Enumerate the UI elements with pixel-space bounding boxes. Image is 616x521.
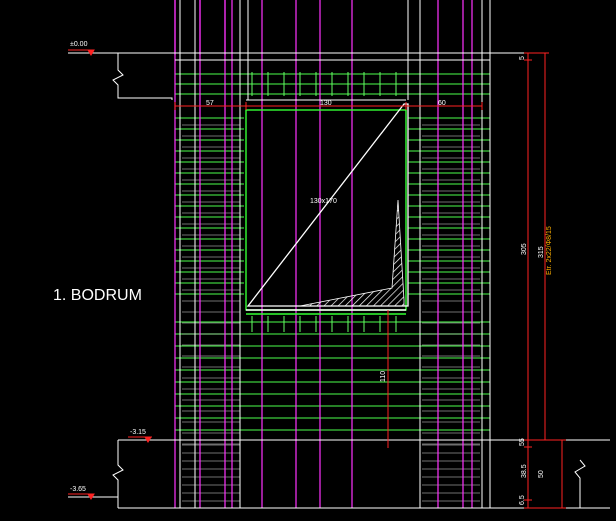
sill-height-label: 110: [380, 371, 387, 382]
dim-315: 315: [538, 246, 545, 258]
level-bottom-label: -3.65: [70, 486, 86, 493]
opening-frame: [245, 99, 407, 315]
stub-bars: [251, 72, 397, 332]
level-markers: [68, 49, 152, 500]
dim-left: 57: [206, 100, 214, 107]
dim-305: 305: [521, 243, 528, 255]
dim-center: 130: [320, 100, 332, 107]
top-dimension-lines: [174, 102, 483, 110]
opening-size-label: 130x170: [310, 198, 337, 205]
dim-5: 5: [519, 56, 526, 60]
vertical-edge-lines: [179, 0, 491, 508]
level-top-label: ±0.00: [70, 41, 88, 48]
rebar-note: Etr. 2x22/Φ8/15: [546, 226, 553, 275]
dim-right: 60: [438, 100, 446, 107]
vertical-rebars-magenta: [174, 0, 473, 508]
floor-title: 1. BODRUM: [53, 287, 142, 304]
dim-385: 38.5: [521, 464, 528, 478]
dim-55: 55: [519, 438, 526, 446]
angled-support: [246, 103, 409, 307]
level-mid-label: -3.15: [130, 429, 146, 436]
dim-50: 50: [538, 470, 545, 478]
dim-65: 6.5: [519, 495, 526, 505]
right-dimension-lines: [524, 52, 566, 509]
horizontal-rebars: [175, 73, 490, 431]
side-hatch-lines: [182, 124, 480, 502]
